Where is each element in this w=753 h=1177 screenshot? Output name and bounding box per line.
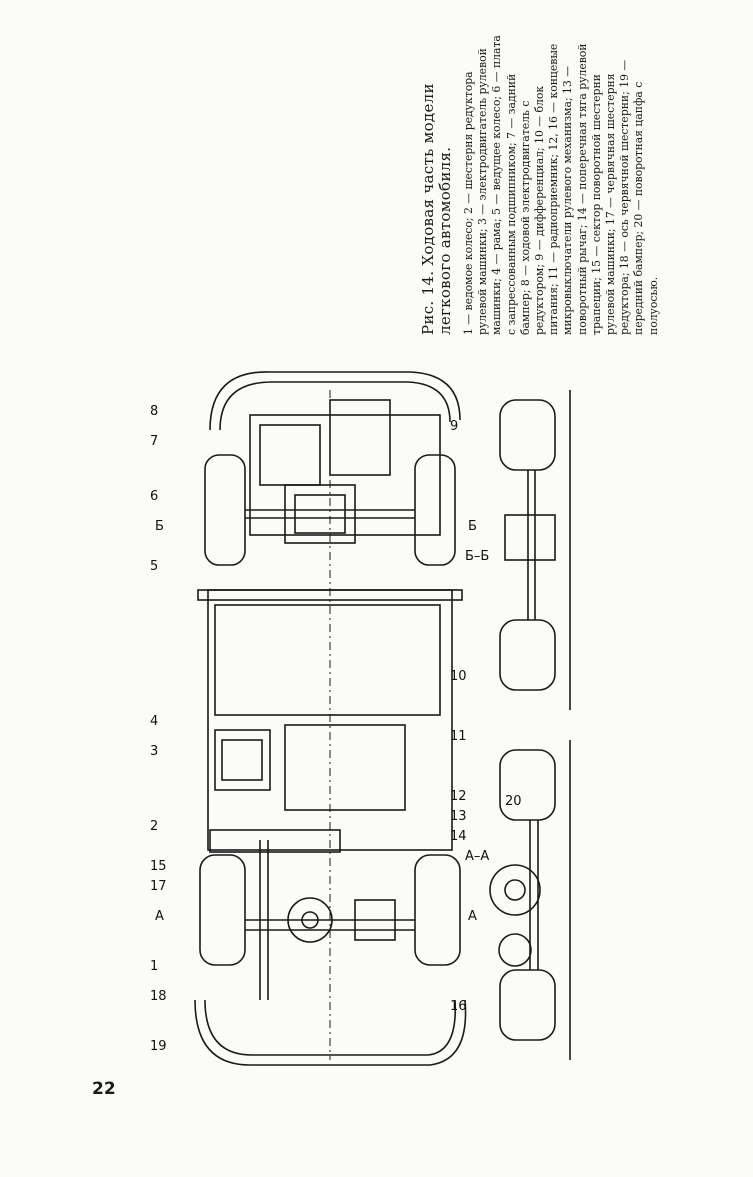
section-bb-view	[499, 390, 571, 710]
label-2: 2	[150, 819, 158, 834]
label-9: 9	[450, 419, 458, 434]
rear-wheel-right	[414, 454, 456, 566]
label-10: 10	[450, 669, 467, 684]
label-14: 14	[450, 829, 467, 844]
front-wheel-right	[414, 854, 461, 966]
rear-motor-housing	[249, 414, 441, 536]
page-number: 22	[92, 1079, 116, 1099]
label-16: 16	[450, 999, 467, 1014]
steering-sector	[287, 897, 333, 943]
section-aa-view	[489, 740, 571, 1060]
label-3: 3	[150, 744, 158, 759]
chassis-technical-drawing: 8 7 6 5 4 3 2 15 17 1 18 19 9 10 11 12 1…	[150, 371, 571, 1066]
rear-wheel-left	[204, 454, 246, 566]
chassis-drawing-figure: 8 7 6 5 4 3 2 15 17 1 18 19 9 10 11 12 1…	[150, 360, 620, 1080]
section-aa-label: А–А	[465, 849, 489, 864]
figure-caption: Рис. 14. Ходовая часть модели легкового …	[419, 35, 661, 335]
caption-body: 1 — ведомое колесо; 2 — шестерня редукто…	[462, 35, 660, 335]
steering-motor	[214, 729, 271, 791]
label-8: 8	[150, 404, 158, 419]
label-19: 19	[150, 1039, 167, 1054]
figure-labels: 8 7 6 5 4 3 2 15 17 1 18 19 9 10 11 12 1…	[150, 404, 522, 1054]
rear-bumper	[209, 371, 461, 431]
cut-mark-a-left: А	[155, 909, 164, 924]
label-12: 12	[450, 789, 467, 804]
label-18: 18	[150, 989, 167, 1004]
label-6: 6	[150, 489, 158, 504]
label-17: 17	[150, 879, 167, 894]
label-13: 13	[450, 809, 467, 824]
battery-block	[214, 604, 441, 716]
label-1: 1	[150, 959, 158, 974]
cut-mark-b-right: Б	[468, 519, 477, 534]
label-20: 20	[505, 794, 522, 809]
caption-title: Рис. 14. Ходовая часть модели легкового …	[419, 83, 454, 335]
label-15: 15	[150, 859, 167, 874]
radio-receiver	[284, 724, 406, 811]
label-5: 5	[150, 559, 158, 574]
front-bumper	[194, 999, 467, 1066]
section-bb-label: Б–Б	[465, 549, 489, 564]
front-wheel-left	[199, 854, 246, 966]
label-7: 7	[150, 434, 158, 449]
differential	[284, 484, 356, 544]
cut-mark-a-right: А	[468, 909, 477, 924]
cut-mark-b-left: Б	[155, 519, 164, 534]
label-4: 4	[150, 714, 158, 729]
label-11: 11	[450, 729, 467, 744]
